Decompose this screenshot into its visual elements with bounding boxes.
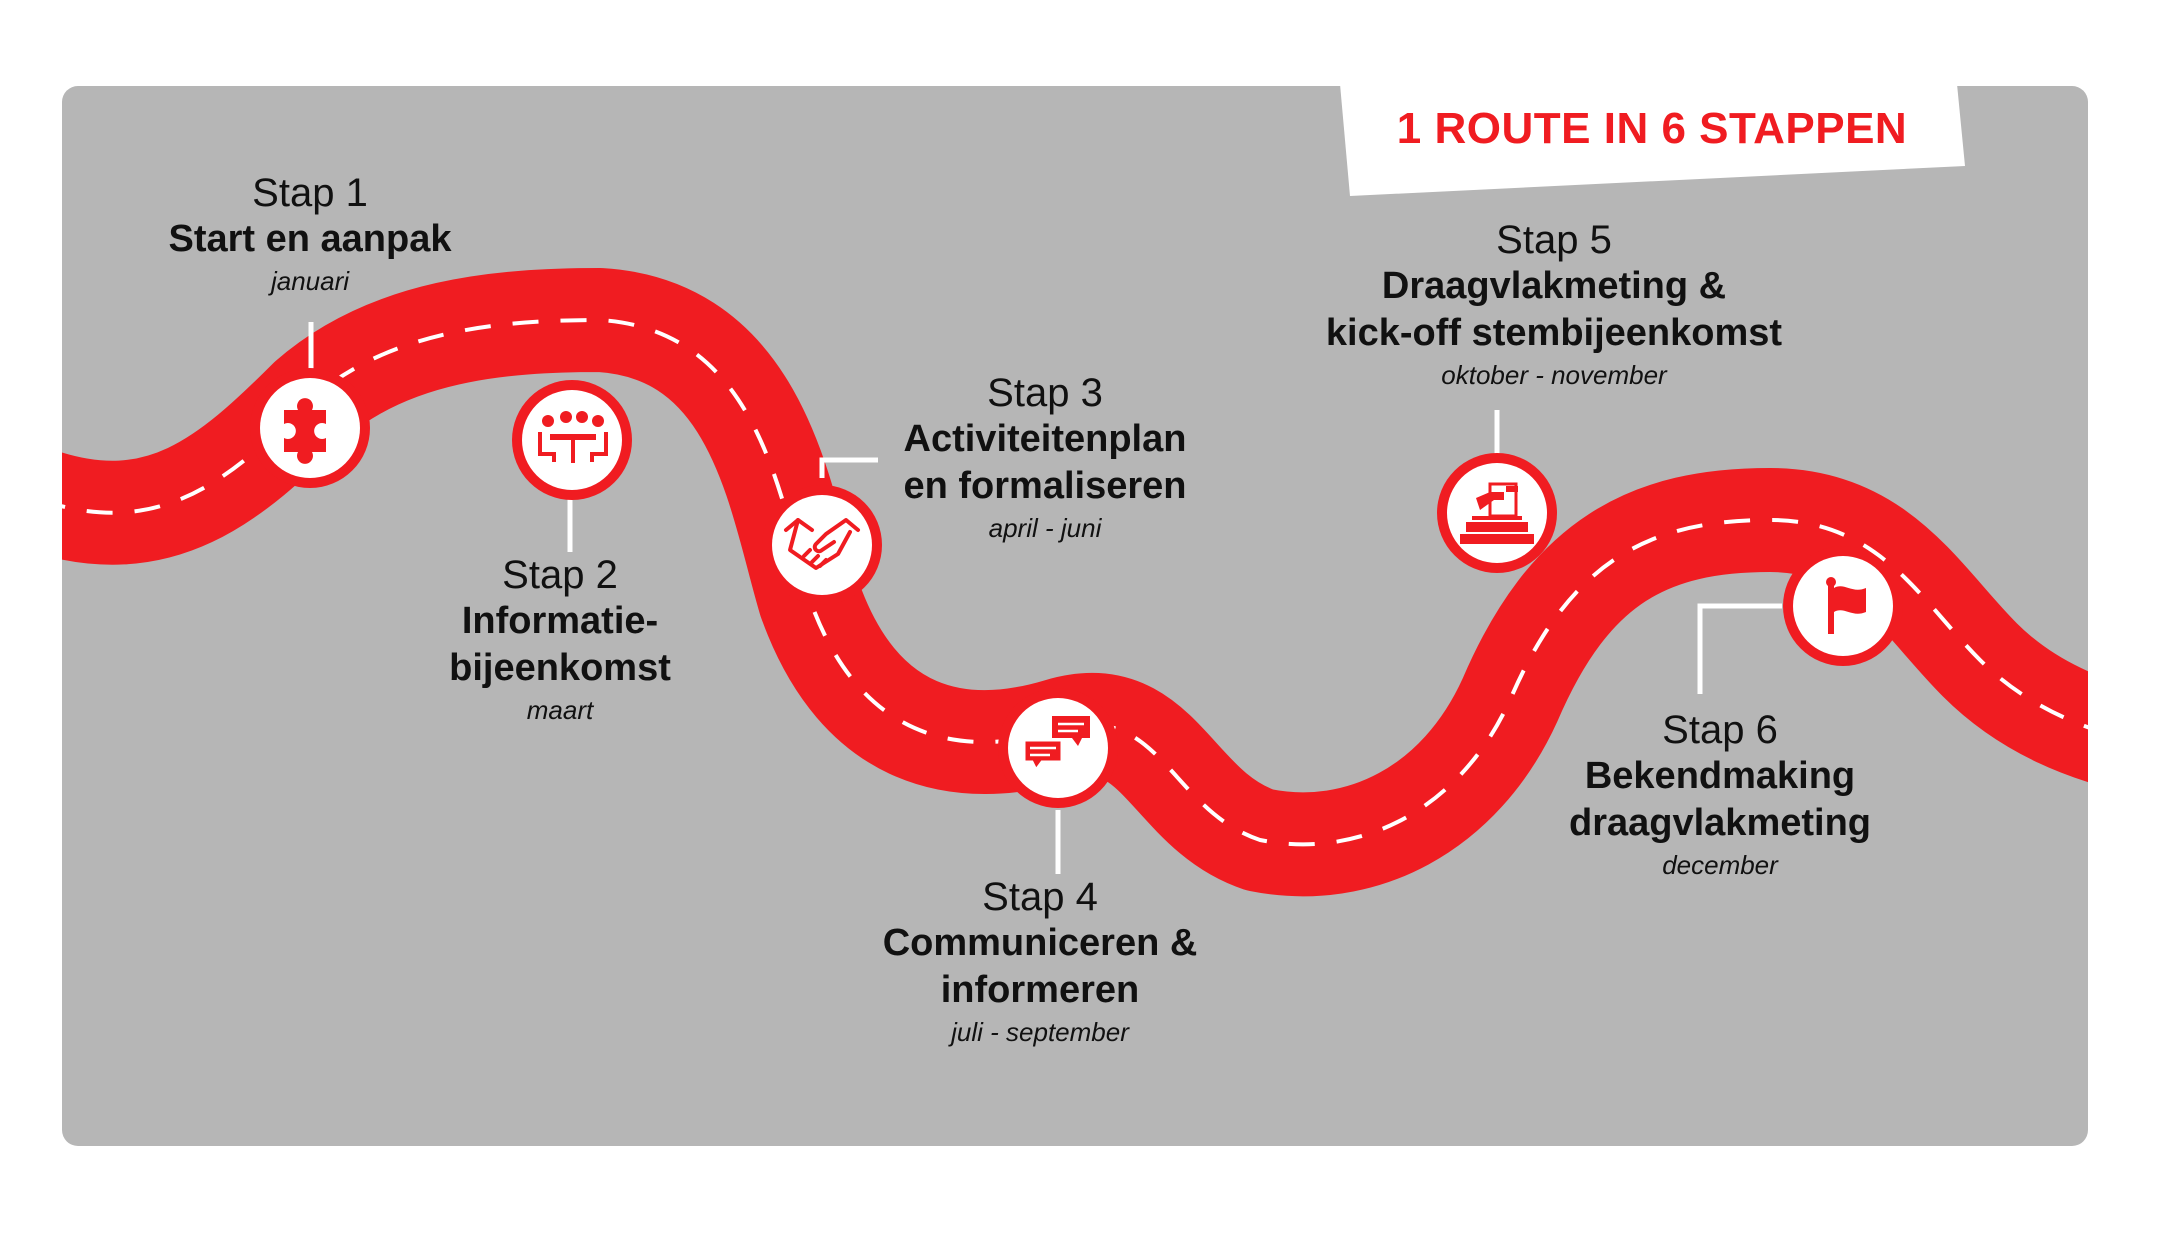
- marker-step-2: [512, 380, 632, 500]
- marker-step-5: [1437, 453, 1557, 573]
- chat-bubbles-icon: [1022, 716, 1090, 773]
- step-number: Stap 6: [1662, 708, 1778, 752]
- step-1-label: Stap 1 Start en aanpak januari: [110, 170, 510, 299]
- step-5-label: Stap 5 Draagvlakmeting & kick-off stembi…: [1254, 217, 1854, 393]
- step-number: Stap 2: [502, 553, 618, 597]
- step-markers: [250, 368, 1903, 808]
- step-title: Communiceren &: [882, 922, 1198, 964]
- marker-step-1: [250, 368, 370, 488]
- step-title: Start en aanpak: [168, 218, 452, 260]
- connector-step-3: [819, 457, 878, 478]
- marker-step-3: [762, 485, 882, 605]
- step-period: april - juni: [988, 513, 1102, 543]
- meeting-icon: [538, 411, 608, 463]
- marker-step-6: [1783, 546, 1903, 666]
- diagram-panel: [62, 86, 2088, 1146]
- step-title: en formaliseren: [903, 465, 1187, 507]
- step-title: Bekendmaking: [1584, 755, 1856, 797]
- banner-title: 1 ROUTE IN 6 STAPPEN: [1396, 104, 1908, 153]
- step-period: juli - september: [951, 1017, 1129, 1047]
- banner-shape: [1340, 84, 1965, 196]
- step-title: draagvlakmeting: [1569, 802, 1871, 844]
- step-number: Stap 4: [982, 875, 1098, 919]
- step-period: oktober - november: [1441, 360, 1667, 390]
- step-4-label: Stap 4 Communiceren & informeren juli - …: [790, 874, 1290, 1050]
- step-title: Informatie-: [461, 600, 659, 642]
- connectors: [308, 322, 1782, 874]
- road-center-dashes: [62, 317, 2088, 847]
- step-title: bijeenkomst: [449, 647, 671, 689]
- step-period: januari: [270, 266, 350, 296]
- step-2-label: Stap 2 Informatie- bijeenkomst maart: [360, 552, 760, 728]
- handshake-icon: [784, 518, 860, 570]
- step-period: maart: [526, 695, 594, 725]
- step-period: december: [1662, 850, 1778, 880]
- step-title: kick-off stembijeenkomst: [1325, 312, 1783, 354]
- marker-step-4: [998, 688, 1118, 808]
- puzzle-icon: [284, 398, 326, 464]
- step-6-label: Stap 6 Bekendmaking draagvlakmeting dece…: [1520, 707, 1920, 883]
- step-number: Stap 1: [252, 171, 368, 215]
- step-title: Activiteitenplan: [903, 418, 1187, 460]
- step-number: Stap 3: [987, 371, 1103, 415]
- flag-icon: [1826, 577, 1866, 634]
- step-number: Stap 5: [1496, 218, 1612, 262]
- step-title: informeren: [940, 969, 1140, 1011]
- step-3-label: Stap 3 Activiteitenplan en formaliseren …: [845, 370, 1245, 546]
- step-title: Draagvlakmeting &: [1381, 265, 1727, 307]
- ballot-box-icon: [1460, 482, 1534, 544]
- connector-step-6: [1697, 603, 1782, 694]
